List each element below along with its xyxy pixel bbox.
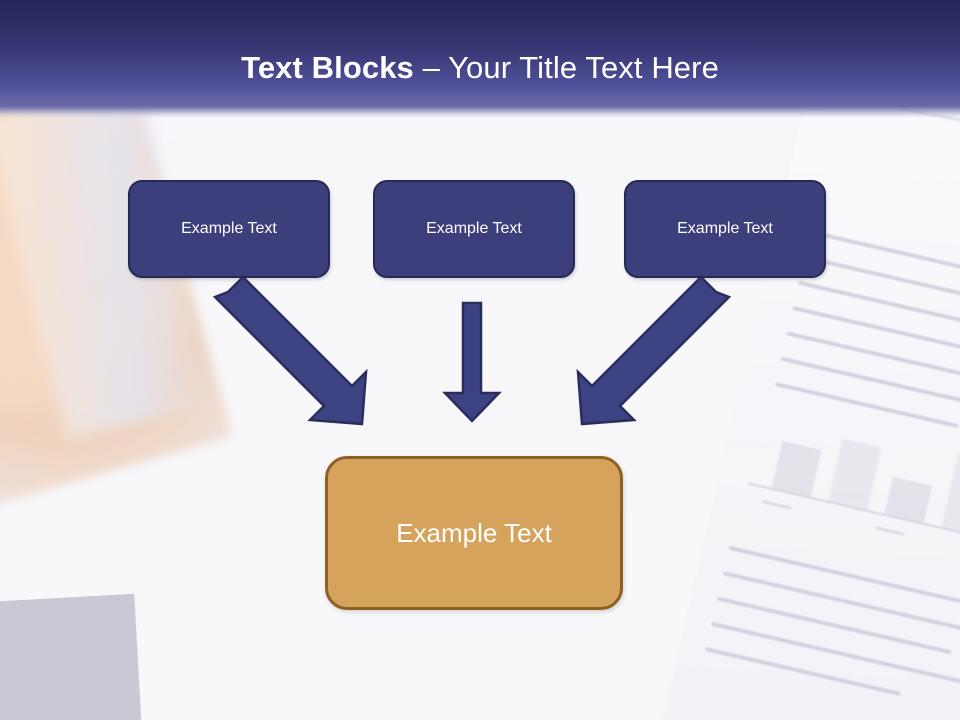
paper-corner-bottom-left <box>0 593 146 720</box>
page-title-rest: – Your Title Text Here <box>413 50 719 85</box>
flow-box-result[interactable]: Example Text <box>325 456 623 610</box>
flow-box-2[interactable]: Example Text <box>373 180 575 278</box>
flow-box-3[interactable]: Example Text <box>624 180 826 278</box>
flow-box-3-label: Example Text <box>677 220 773 237</box>
page-title-strong: Text Blocks <box>241 50 414 85</box>
flow-box-1[interactable]: Example Text <box>128 180 330 278</box>
title-bar: Text Blocks – Your Title Text Here <box>0 0 960 118</box>
flow-box-result-label: Example Text <box>396 517 552 548</box>
flow-box-2-label: Example Text <box>426 220 522 237</box>
flow-box-1-label: Example Text <box>181 220 277 237</box>
page-title: Text Blocks – Your Title Text Here <box>0 50 960 86</box>
